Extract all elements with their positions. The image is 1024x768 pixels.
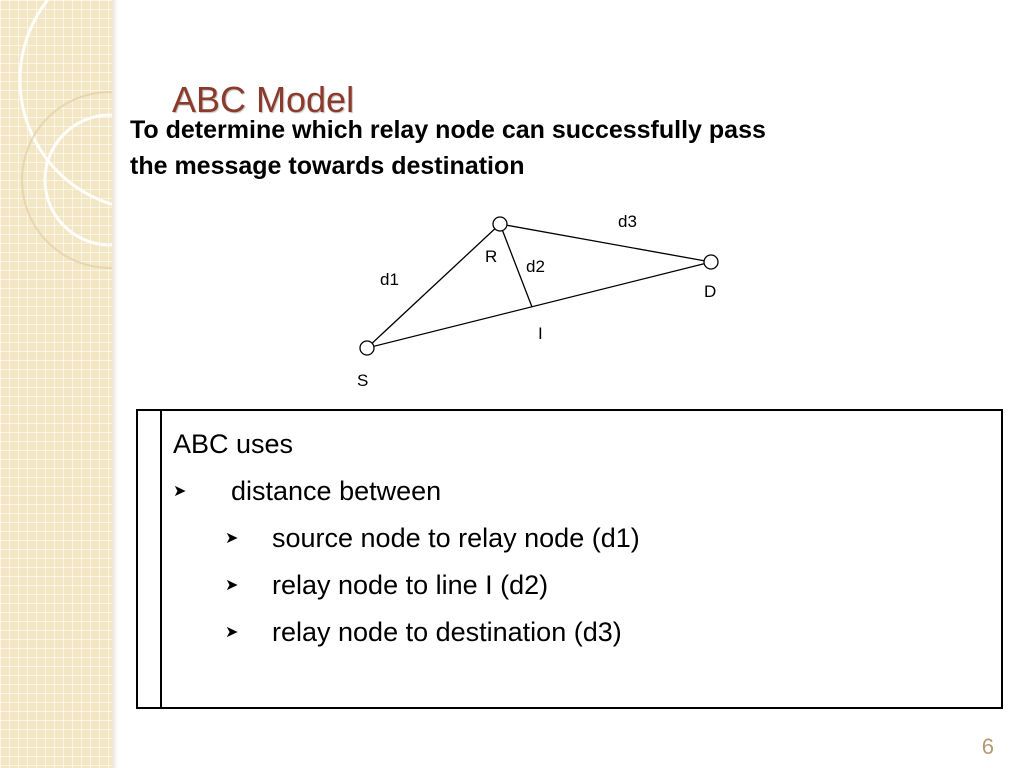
label-i: I (538, 324, 543, 343)
list-item-text: distance between (231, 476, 442, 506)
relay-diagram: d3 R d2 d1 D I S (357, 212, 719, 390)
decorative-circles (18, 0, 112, 269)
arrowhead-bullet-icon: ➤ (225, 624, 239, 641)
edge-s-r (366, 223, 501, 349)
subtitle-line-2: the message towards destination (130, 152, 525, 180)
content-box: ABC uses ➤ distance between ➤ source nod… (136, 409, 1003, 709)
list-item-text: relay node to line I (d2) (272, 570, 549, 600)
node-r (492, 216, 508, 232)
node-s (359, 340, 375, 356)
list-item-text: relay node to destination (d3) (272, 617, 622, 647)
subtitle-line-1: To determine which relay node can succes… (130, 116, 766, 144)
label-d1: d1 (380, 270, 399, 289)
slide-subtitle: To determine which relay node can succes… (130, 112, 950, 184)
arrowhead-bullet-icon: ➤ (225, 577, 239, 594)
decorative-left-band (0, 0, 112, 768)
list-item: ➤ source node to relay node (d1) (173, 515, 991, 562)
label-r: R (485, 247, 497, 266)
list-item: ➤ relay node to line I (d2) (173, 562, 991, 609)
label-d3: d3 (618, 212, 637, 231)
arrowhead-bullet-icon: ➤ (225, 530, 239, 547)
content-heading-text: ABC uses (173, 429, 294, 459)
list-item-text: source node to relay node (d1) (272, 523, 640, 553)
page-number: 6 (981, 734, 994, 759)
node-d (703, 254, 719, 270)
band-shadow (112, 0, 118, 768)
slide-title: ABC Model (172, 79, 355, 120)
label-d: D (704, 282, 716, 301)
edge-s-d (366, 261, 712, 349)
list-item: ➤ relay node to destination (d3) (173, 609, 991, 656)
label-s: S (357, 371, 368, 390)
box-divider (160, 411, 162, 707)
list-item: ➤ distance between (173, 468, 991, 515)
content-list: ABC uses ➤ distance between ➤ source nod… (173, 421, 991, 656)
label-d2: d2 (526, 257, 545, 276)
arrowhead-bullet-icon: ➤ (173, 483, 187, 500)
perpendicular-r-i (499, 223, 533, 308)
content-heading: ABC uses (173, 421, 991, 468)
edge-r-d (499, 223, 712, 263)
